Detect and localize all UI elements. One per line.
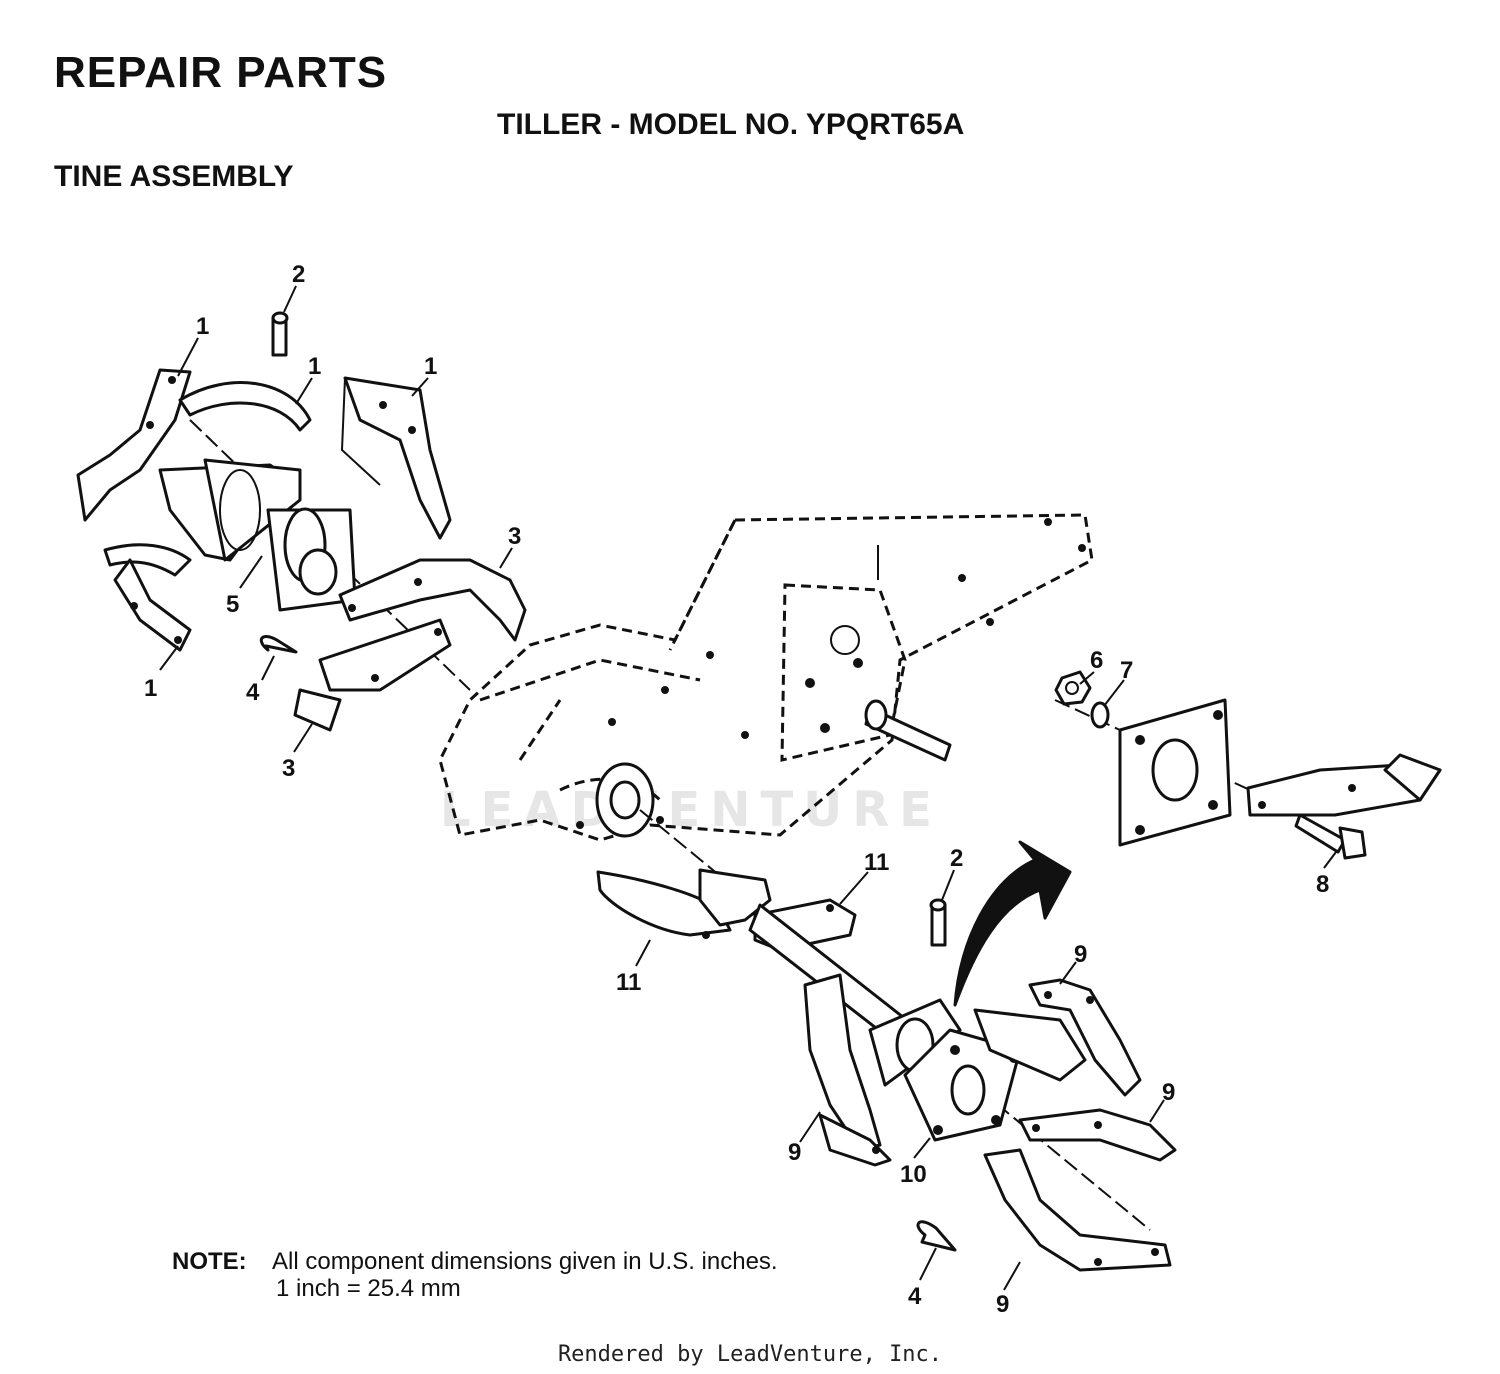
- callout-1: 1: [424, 353, 437, 380]
- callout-4: 4: [908, 1283, 922, 1310]
- callout-10: 10: [900, 1161, 927, 1188]
- page-title: REPAIR PARTS: [54, 48, 388, 97]
- callout-7: 7: [1120, 657, 1133, 684]
- left-tine-assembly: [76, 311, 527, 732]
- callout-9: 9: [788, 1139, 801, 1166]
- right-tine-assembly: [596, 840, 1177, 1272]
- callout-1: 1: [308, 353, 321, 380]
- transmission-housing: [438, 513, 1094, 842]
- callout-1: 1: [196, 313, 209, 340]
- note-label: NOTE:: [172, 1248, 247, 1275]
- callout-4: 4: [246, 679, 260, 706]
- dimension-note: NOTE: All component dimensions given in U…: [172, 1248, 778, 1302]
- hub-plate-assembly: [1054, 670, 1442, 860]
- callout-9: 9: [1074, 941, 1087, 968]
- callout-8: 8: [1316, 871, 1329, 898]
- leader-lines: [159, 285, 1337, 1291]
- callout-11: 11: [616, 969, 641, 996]
- callout-5: 5: [226, 591, 239, 618]
- callout-9: 9: [996, 1291, 1009, 1318]
- callout-2: 2: [292, 261, 305, 288]
- model-number: TILLER - MODEL NO. YPQRT65A: [497, 108, 965, 141]
- note-line-2: 1 inch = 25.4 mm: [276, 1275, 461, 1302]
- note-line-1: All component dimensions given in U.S. i…: [272, 1248, 778, 1275]
- callout-1: 1: [144, 675, 157, 702]
- callout-9: 9: [1162, 1079, 1175, 1106]
- callout-6: 6: [1090, 647, 1103, 674]
- callout-11: 11: [864, 849, 889, 876]
- callout-3: 3: [282, 755, 295, 782]
- footer-credit: Rendered by LeadVenture, Inc.: [557, 1342, 943, 1367]
- section-title: TINE ASSEMBLY: [54, 160, 294, 193]
- callout-2: 2: [950, 845, 963, 872]
- callout-3: 3: [508, 523, 521, 550]
